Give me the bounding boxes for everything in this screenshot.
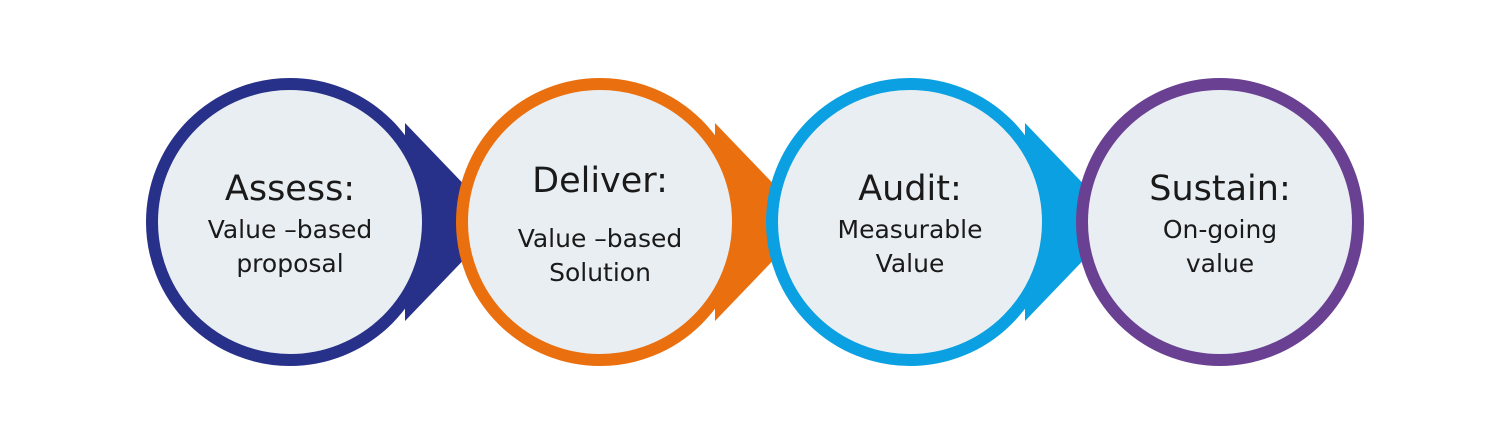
step-assess-line1: Value –based <box>208 215 373 244</box>
step-deliver-title: Deliver: <box>532 161 668 201</box>
step-audit-line2: Value <box>876 249 945 278</box>
step-deliver-arrow <box>715 123 810 321</box>
step-audit: Audit: Measurable Value <box>766 78 1120 366</box>
step-assess-circle <box>146 78 434 366</box>
step-assess: Assess: Value –based proposal <box>146 78 500 366</box>
step-sustain: Sustain: On-going value <box>1076 78 1364 366</box>
step-deliver-line2: Solution <box>549 258 651 287</box>
step-audit-arrow <box>1025 123 1120 321</box>
step-deliver-line1: Value –based <box>518 224 683 253</box>
step-assess-arrow <box>405 123 500 321</box>
step-audit-title: Audit: <box>858 169 962 209</box>
step-sustain-line2: value <box>1186 249 1254 278</box>
step-deliver-circle <box>456 78 744 366</box>
step-sustain-circle <box>1076 78 1364 366</box>
step-audit-line1: Measurable <box>838 215 983 244</box>
step-deliver: Deliver: Value –based Solution <box>456 78 810 366</box>
step-sustain-title: Sustain: <box>1149 169 1291 209</box>
step-audit-circle <box>766 78 1054 366</box>
step-assess-title: Assess: <box>225 169 355 209</box>
step-sustain-line1: On-going <box>1163 215 1277 244</box>
step-assess-line2: proposal <box>236 249 343 278</box>
